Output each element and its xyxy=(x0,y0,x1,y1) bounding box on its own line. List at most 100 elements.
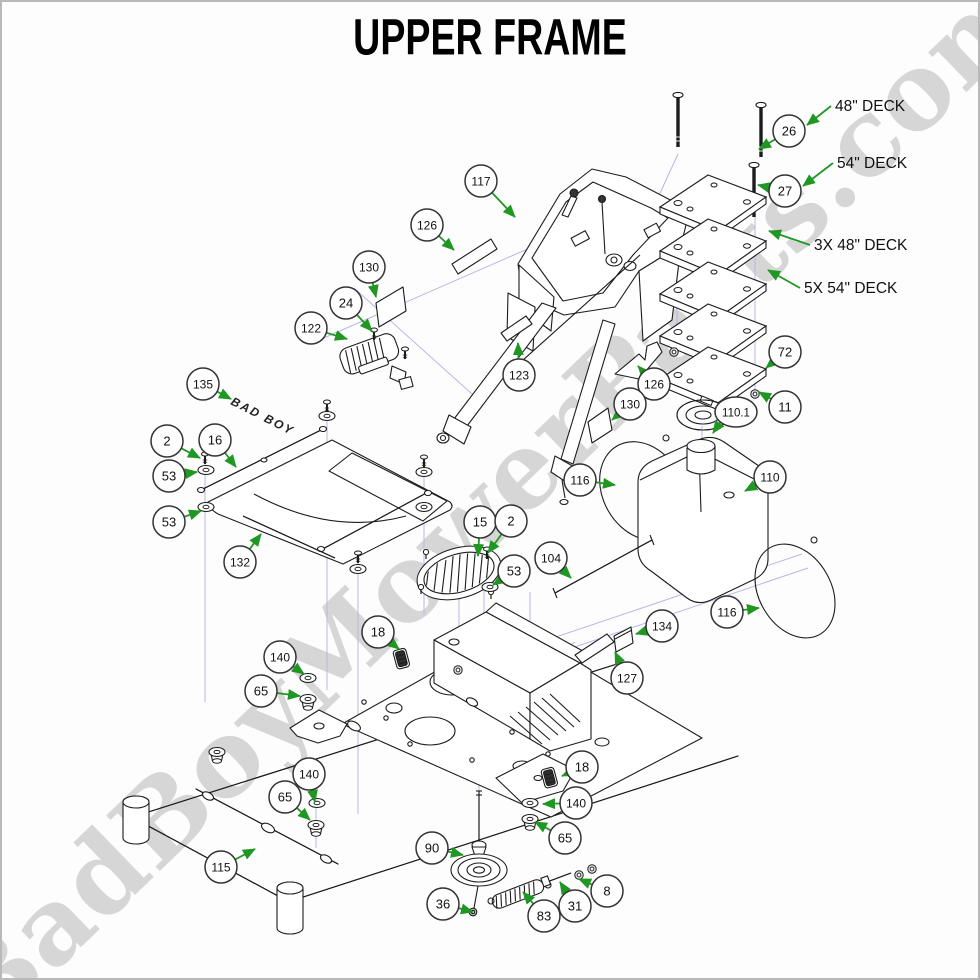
callout-36: 36 xyxy=(426,887,474,921)
callout-number: 130 xyxy=(620,398,640,412)
vent-plate-drawing xyxy=(416,545,502,601)
callout-15: 15 xyxy=(463,505,497,557)
callout-number: 65 xyxy=(254,684,268,699)
callout-number: 11 xyxy=(778,400,792,415)
callout-53: 53 xyxy=(492,554,531,588)
callout-65: 65 xyxy=(534,821,582,855)
callout-18: 18 xyxy=(561,750,599,784)
callout-126: 126 xyxy=(637,365,671,401)
callout-number: 18 xyxy=(575,760,589,775)
callout-132: 132 xyxy=(223,533,262,579)
callout-number: 53 xyxy=(162,469,176,484)
callout-83: 83 xyxy=(522,891,561,933)
callout-123: 123 xyxy=(502,342,536,392)
callout-72: 72 xyxy=(765,335,802,369)
callout-31: 31 xyxy=(558,881,592,923)
callout-126: 126 xyxy=(410,208,455,251)
cross-brace-115-drawing xyxy=(195,788,339,865)
callout-130: 130 xyxy=(611,387,647,421)
deck-label-text: 3X 48" DECK xyxy=(814,237,908,254)
callout-number: 135 xyxy=(193,378,213,392)
callout-number: 36 xyxy=(436,897,450,912)
callout-number: 72 xyxy=(778,345,792,360)
ignition-switch-drawing xyxy=(339,327,414,390)
callout-number: 31 xyxy=(568,899,582,914)
deck-label-54: 54" DECK xyxy=(802,155,908,187)
deck-label-layer: 48" DECK 54" DECK 3X 48" DECK 5X 54" DECK xyxy=(767,98,908,297)
deck-label-text: 48" DECK xyxy=(835,98,906,115)
callout-140: 140 xyxy=(292,757,326,803)
callout-number: 126 xyxy=(417,219,437,233)
deck-label-text: 54" DECK xyxy=(837,155,908,172)
callout-140: 140 xyxy=(542,786,593,820)
callout-number: 123 xyxy=(509,369,529,383)
callout-116: 116 xyxy=(563,463,616,497)
page-title: UPPER FRAME xyxy=(353,7,627,66)
callout-number: 127 xyxy=(617,672,637,686)
callout-53: 53 xyxy=(152,459,198,493)
callout-116: 116 xyxy=(710,595,760,629)
callout-number: 90 xyxy=(425,841,439,856)
frame-post-drawing xyxy=(122,795,304,935)
fuel-tank-drawing xyxy=(599,434,836,639)
callout-27: 27 xyxy=(757,174,802,208)
callout-number: 115 xyxy=(211,861,230,875)
callout-104: 104 xyxy=(534,541,572,579)
support-rod-drawing xyxy=(552,534,655,599)
callout-number: 53 xyxy=(507,564,521,579)
callout-number: 132 xyxy=(230,556,250,570)
callout-18: 18 xyxy=(361,615,400,650)
callout-11: 11 xyxy=(758,390,802,424)
deck-label-48: 48" DECK xyxy=(806,98,906,126)
spring-and-bolt-drawing xyxy=(487,864,597,909)
callout-127: 127 xyxy=(610,651,644,695)
callout-number: 24 xyxy=(339,296,353,311)
callout-number: 8 xyxy=(603,884,610,899)
callout-2: 2 xyxy=(150,424,201,459)
callout-number: 140 xyxy=(299,768,319,782)
callout-layer: 2627117126130241221231261307211110.11101… xyxy=(150,114,806,933)
callout-number: 27 xyxy=(778,184,792,199)
callout-number: 117 xyxy=(471,175,490,189)
deck-label-text: 5X 54" DECK xyxy=(804,280,898,297)
callout-number: 65 xyxy=(558,831,572,846)
callout-117: 117 xyxy=(464,164,516,218)
deck-label-5x54: 5X 54" DECK xyxy=(767,269,898,297)
bad-boy-decal: BAD BOY xyxy=(229,394,297,438)
callout-number: 130 xyxy=(359,261,379,275)
callout-number: 134 xyxy=(652,620,672,634)
callout-number: 116 xyxy=(717,606,736,620)
callout-number: 126 xyxy=(644,378,664,392)
callout-24: 24 xyxy=(329,286,373,332)
callout-number: 110 xyxy=(760,471,779,485)
callout-number: 18 xyxy=(371,625,385,640)
callout-122: 122 xyxy=(294,311,348,345)
callout-110.1: 110.1 xyxy=(712,396,758,434)
callout-number: 53 xyxy=(162,515,176,530)
callout-110: 110 xyxy=(744,460,787,494)
callout-140: 140 xyxy=(263,640,305,675)
callout-90: 90 xyxy=(415,831,464,865)
callout-2: 2 xyxy=(487,504,528,554)
callout-65: 65 xyxy=(268,780,311,821)
callout-number: 122 xyxy=(301,322,321,336)
callout-53: 53 xyxy=(152,505,202,539)
callout-number: 116 xyxy=(570,474,589,488)
engine-deck-box-drawing xyxy=(433,602,592,752)
idler-pulley-drawing xyxy=(450,790,508,917)
callout-number: 104 xyxy=(541,552,561,566)
callout-number: 2 xyxy=(507,514,514,529)
callout-number: 65 xyxy=(278,790,292,805)
deck-plate-stack-drawing xyxy=(659,174,767,411)
callout-134: 134 xyxy=(635,609,679,643)
callout-115: 115 xyxy=(204,848,256,884)
callout-number: 16 xyxy=(208,433,222,448)
callout-16: 16 xyxy=(198,423,237,468)
callout-130: 130 xyxy=(352,250,386,298)
callout-135: 135 xyxy=(186,367,232,401)
callout-number: 110.1 xyxy=(722,408,750,420)
rubber-bumper-drawing xyxy=(392,647,559,789)
callout-number: 140 xyxy=(270,651,290,665)
